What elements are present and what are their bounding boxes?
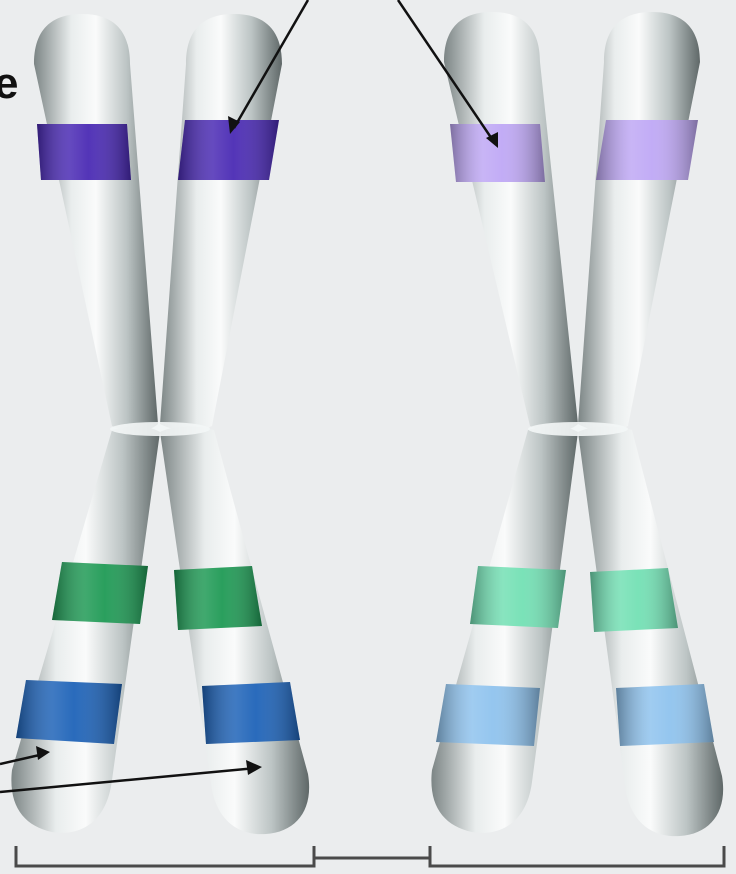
right-chromatid-a-lower-arm bbox=[431, 426, 578, 833]
right-centromere bbox=[528, 422, 628, 436]
edge-label: e bbox=[0, 62, 18, 106]
bracket-right-chromosome bbox=[430, 846, 724, 866]
bottom-brackets bbox=[16, 846, 724, 866]
left-chromosome bbox=[11, 14, 309, 834]
right-chromatid-a-upper-arm bbox=[444, 12, 578, 431]
left-chromatid-b-lower-arm bbox=[160, 426, 309, 834]
left-chromatid-a-upper-arm bbox=[34, 14, 158, 431]
right-chromatid-b-lower-arm bbox=[578, 426, 723, 836]
left-chromatid-a-lower-arm bbox=[11, 426, 160, 833]
bracket-left-chromosome bbox=[16, 846, 314, 866]
right-chromosome bbox=[431, 12, 723, 836]
left-centromere bbox=[110, 422, 210, 436]
right-chromatid-b-upper-arm bbox=[578, 12, 700, 431]
